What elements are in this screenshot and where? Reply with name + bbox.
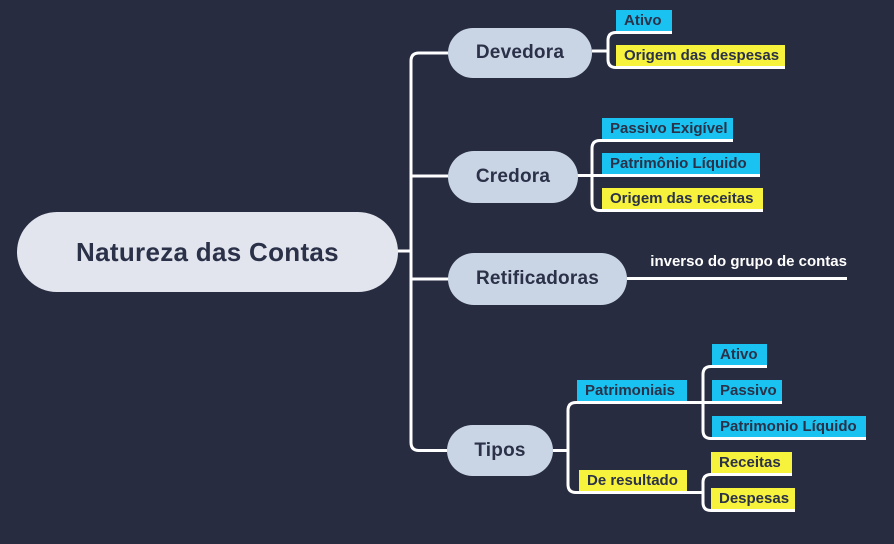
- leaf-tipos-ativo[interactable]: Ativo: [712, 344, 767, 368]
- leaf-origem-das-receitas[interactable]: Origem das receitas: [602, 188, 763, 212]
- leaf-patrimonio-liquido-credora[interactable]: Patrimônio Líquido: [602, 153, 760, 177]
- leaf-tipos-passivo[interactable]: Passivo: [712, 380, 782, 404]
- branch-node-credora[interactable]: Credora: [448, 151, 578, 203]
- root-node[interactable]: Natureza das Contas: [17, 212, 398, 292]
- connector-deresultado-bracket: [701, 473, 795, 512]
- connector-tipos-bracket: [566, 401, 703, 494]
- branch-node-tipos[interactable]: Tipos: [447, 425, 553, 476]
- annotation-inverso-do-grupo-de-contas[interactable]: inverso do grupo de contas: [627, 253, 847, 280]
- branch-node-devedora[interactable]: Devedora: [448, 28, 592, 78]
- leaf-passivo-exigivel[interactable]: Passivo Exigível: [602, 118, 733, 142]
- branch-node-retificadoras[interactable]: Retificadoras: [448, 253, 627, 305]
- leaf-tipos-patrimonio-liquido[interactable]: Patrimonio Líquido: [712, 416, 866, 440]
- leaf-receitas[interactable]: Receitas: [711, 452, 792, 476]
- connector-devedora-bracket: [606, 31, 785, 69]
- connector-trunk: [409, 51, 448, 452]
- subbranch-patrimoniais[interactable]: Patrimoniais: [577, 380, 687, 404]
- leaf-despesas[interactable]: Despesas: [711, 488, 795, 512]
- subbranch-de-resultado[interactable]: De resultado: [579, 470, 687, 494]
- leaf-origem-das-despesas[interactable]: Origem das despesas: [616, 45, 785, 69]
- leaf-devedora-ativo[interactable]: Ativo: [616, 10, 672, 34]
